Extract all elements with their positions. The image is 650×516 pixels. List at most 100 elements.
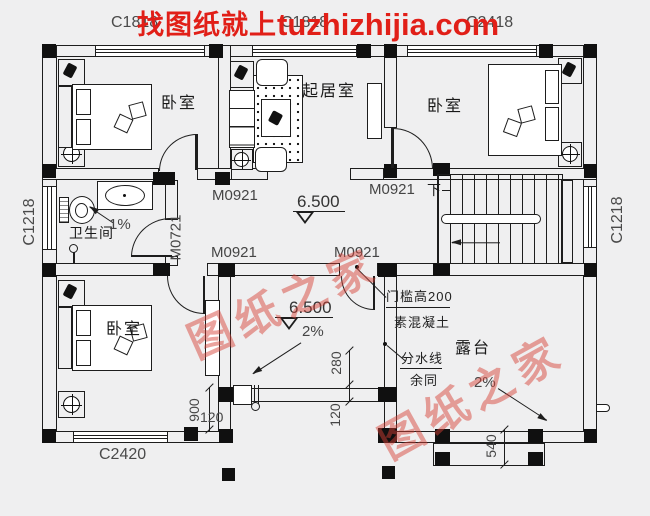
door-leaf-bedroomBL: [203, 276, 206, 314]
wall-bedroomTL-bottom-a: [42, 168, 159, 180]
railing-post: [233, 385, 252, 405]
wall-middle-b: [207, 263, 340, 276]
column: [584, 263, 597, 277]
door-arc-bedroomTR: [393, 128, 433, 169]
sink-drain: [123, 194, 126, 197]
wall-middle-a: [42, 263, 168, 276]
window-label-c1818-mid: C1818: [281, 14, 329, 31]
door-label-bedroomTR: M0921: [369, 181, 415, 198]
pillow: [76, 89, 91, 115]
dim-line: [349, 350, 351, 402]
window-label-c2420: C2420: [99, 446, 147, 463]
railing-tick: [254, 385, 256, 404]
coffee-table: [261, 99, 291, 137]
railing-tick: [258, 385, 260, 404]
room-label-bedroom-bl: 卧室: [106, 321, 143, 338]
note-underline: [386, 307, 450, 309]
pillow: [76, 310, 91, 336]
stairs-down-label: 下: [427, 182, 441, 198]
door-leaf-terrace: [373, 276, 376, 310]
level-line: [293, 211, 345, 213]
armchair: [256, 59, 288, 86]
column: [42, 44, 56, 58]
column: [584, 164, 597, 178]
bed-headboard: [58, 307, 72, 369]
floor-drain-stem: [73, 252, 75, 264]
column: [433, 263, 450, 276]
room-label-bathroom: 卫生间: [69, 225, 114, 241]
slope-arrow-courtyard: [250, 342, 302, 377]
column: [528, 452, 543, 466]
column: [435, 429, 450, 443]
dim-label-280: 280: [328, 351, 344, 375]
column: [184, 427, 198, 441]
column-marker: [222, 468, 235, 481]
tv-cabinet: [367, 83, 382, 139]
level-triangle: [280, 318, 298, 330]
room-label-living: 起居室: [302, 83, 357, 100]
window-label-c2418: C2418: [466, 14, 514, 31]
pillow: [545, 107, 559, 141]
dim-line: [209, 387, 211, 431]
column: [209, 44, 223, 58]
ceiling-lamp-icon: [61, 394, 82, 415]
window-label-c1218-left: C1218: [21, 198, 38, 246]
dim-label-900: 900: [186, 398, 202, 422]
column: [584, 429, 597, 443]
wall-middle-c: [377, 263, 597, 276]
note-water-divide: 分水线: [401, 351, 444, 366]
column: [539, 44, 553, 58]
dim-label-120-right: 120: [327, 403, 343, 427]
note-door-sill: 门槛高200: [386, 289, 453, 304]
column: [42, 164, 56, 178]
column: [218, 263, 235, 277]
column: [378, 428, 397, 443]
column: [357, 44, 371, 58]
window-c1218-right: [583, 186, 597, 248]
wardrobe: [205, 300, 220, 376]
bed-headboard: [58, 86, 72, 148]
door-label-terrace: M0921: [334, 244, 380, 261]
slope-label-courtyard: 2%: [302, 323, 324, 340]
column: [153, 263, 170, 276]
toilet-seat: [75, 203, 88, 218]
column: [528, 429, 543, 443]
column: [219, 429, 233, 443]
railing: [252, 388, 378, 402]
level-label-courtyard: 6.500: [289, 298, 332, 317]
window-label-c1218-right: C1218: [609, 196, 626, 244]
door-label-bedroomBL: M0921: [211, 244, 257, 261]
window-c2420: [73, 431, 168, 443]
column: [218, 387, 235, 402]
stair-handrail: [441, 214, 541, 224]
downpipe: [251, 402, 260, 411]
column: [215, 172, 230, 185]
column: [433, 163, 450, 176]
column: [378, 387, 397, 402]
toilet-tank: [59, 197, 69, 223]
level-line: [275, 317, 333, 319]
column: [42, 263, 56, 277]
window-c2418: [407, 45, 537, 57]
room-label-bedroom-tl: 卧室: [161, 95, 198, 112]
dim-line: [504, 429, 506, 466]
sofa: [229, 90, 255, 148]
column: [384, 44, 397, 58]
column-marker: [382, 466, 395, 479]
terrace-drain-pipe: [596, 404, 610, 412]
dim-label-120-left: 120: [200, 409, 224, 425]
ceiling-lamp-icon: [232, 150, 251, 169]
wall-hall-stub-right: [350, 168, 384, 180]
window-c1218-left: [42, 186, 57, 250]
column: [584, 44, 597, 58]
room-label-bedroom-tr: 卧室: [427, 98, 464, 115]
column: [153, 172, 175, 185]
pillow: [76, 119, 91, 145]
column: [42, 429, 56, 443]
note-concrete: 素混凝土: [394, 315, 451, 330]
column: [435, 452, 450, 466]
door-arc-bedroomBL: [167, 276, 204, 314]
door-hinge-dot: [355, 265, 359, 269]
pillow: [76, 340, 91, 366]
